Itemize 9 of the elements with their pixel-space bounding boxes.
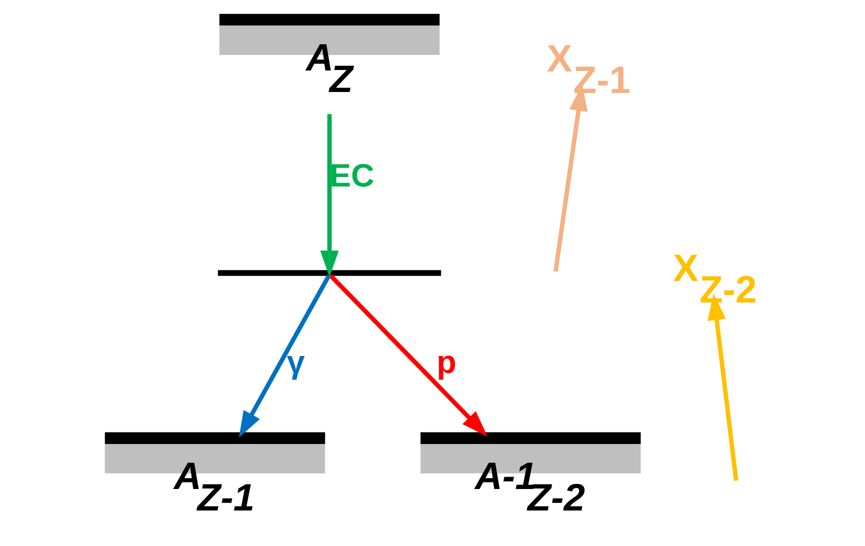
edge-label: p bbox=[436, 344, 456, 380]
arrow bbox=[328, 274, 488, 437]
arrow bbox=[707, 294, 738, 481]
node-bar bbox=[217, 270, 441, 276]
edge-label: γ bbox=[286, 344, 304, 380]
edge-label: EC bbox=[328, 158, 374, 194]
arrow bbox=[320, 114, 338, 278]
arrow bbox=[238, 274, 330, 438]
arrow bbox=[552, 84, 588, 272]
